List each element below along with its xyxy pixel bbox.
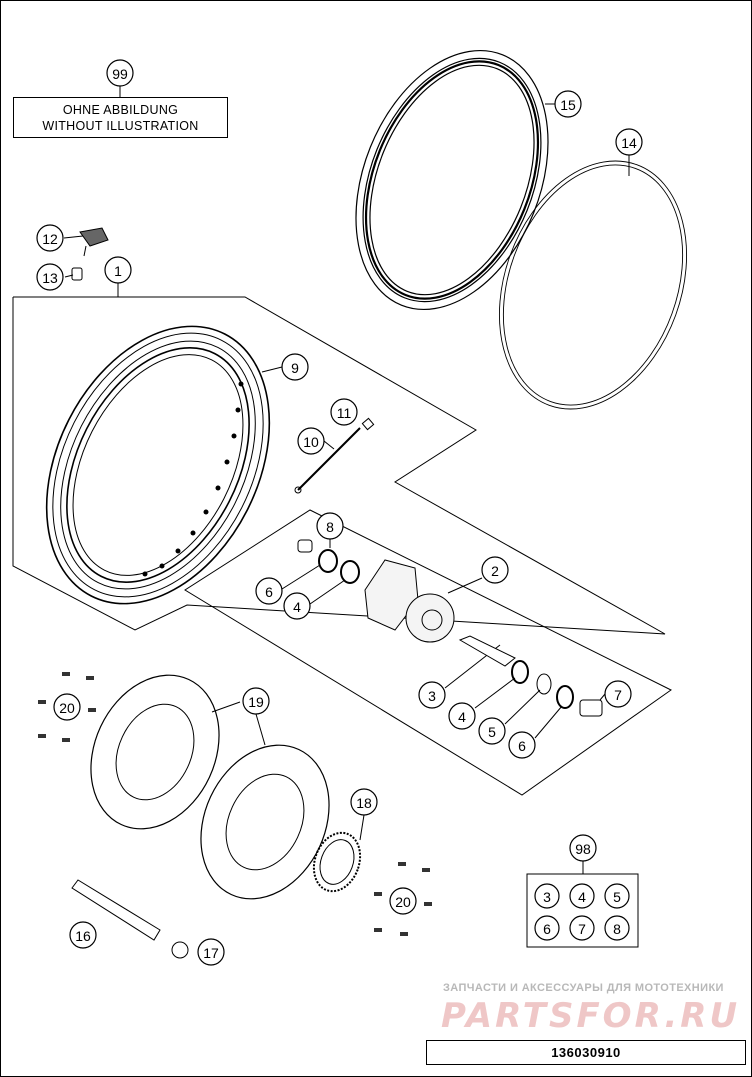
callout-18: 18 (356, 795, 372, 811)
document-number: 136030910 (426, 1040, 746, 1065)
callout-6: 6 (265, 584, 273, 600)
callout-8: 8 (326, 519, 334, 535)
callout-15: 15 (560, 97, 576, 113)
callout-12: 12 (42, 231, 58, 247)
bolt-set (38, 672, 432, 936)
kit-item: 4 (578, 889, 586, 905)
brake-disc-right (200, 744, 330, 900)
valve-cap-part (71, 267, 83, 281)
callout-16: 16 (75, 928, 91, 944)
callout-19: 19 (248, 694, 264, 710)
watermark-text: ЗАПЧАСТИ И АКСЕССУАРЫ ДЛЯ МОТОТЕХНИКИ (443, 982, 724, 994)
sensor-ring-part (312, 831, 362, 893)
kit-item: 5 (613, 889, 621, 905)
group-outline-wheel (12, 296, 666, 635)
nipple-part (361, 417, 375, 431)
callout-6-second: 6 (518, 738, 526, 754)
callout-4-second: 4 (458, 709, 466, 725)
spoke-holes (142, 381, 244, 577)
callout-1: 1 (114, 263, 122, 279)
hub-parts (297, 539, 603, 717)
watermark-logo: PARTSFOR.RU (441, 996, 741, 1036)
callout-20: 20 (59, 700, 75, 716)
without-illustration-note: OHNE ABBILDUNG WITHOUT ILLUSTRATION (13, 97, 228, 138)
rim-band-part (498, 160, 688, 410)
kit-box (526, 873, 639, 948)
note-line-2: WITHOUT ILLUSTRATION (42, 119, 199, 133)
callout-20-second: 20 (395, 894, 411, 910)
callout-9: 9 (291, 360, 299, 376)
callout-99: 99 (112, 66, 128, 82)
callout-13: 13 (42, 270, 58, 286)
callout-2: 2 (491, 563, 499, 579)
kit-item: 6 (543, 921, 551, 937)
spoke-part (294, 427, 361, 494)
rim-part (45, 325, 271, 605)
note-line-1: OHNE ABBILDUNG (62, 103, 179, 117)
kit-item: 7 (578, 921, 586, 937)
callout-5: 5 (488, 724, 496, 740)
axle-part (71, 879, 161, 941)
callout-17: 17 (203, 945, 219, 961)
callout-14: 14 (621, 135, 637, 151)
callout-7: 7 (614, 687, 622, 703)
axle-nut-part (171, 941, 189, 959)
tyre-part (355, 49, 549, 311)
callout-10: 10 (303, 434, 319, 450)
kit-item: 8 (613, 921, 621, 937)
kit-item: 3 (543, 889, 551, 905)
callout-circles (36, 59, 643, 966)
callout-11: 11 (337, 405, 352, 421)
group-outline-hub (184, 509, 672, 796)
callout-98: 98 (575, 841, 591, 857)
callout-3: 3 (428, 688, 436, 704)
callout-4: 4 (293, 599, 301, 615)
valve-part (79, 227, 109, 257)
brake-disc-left (90, 674, 220, 830)
